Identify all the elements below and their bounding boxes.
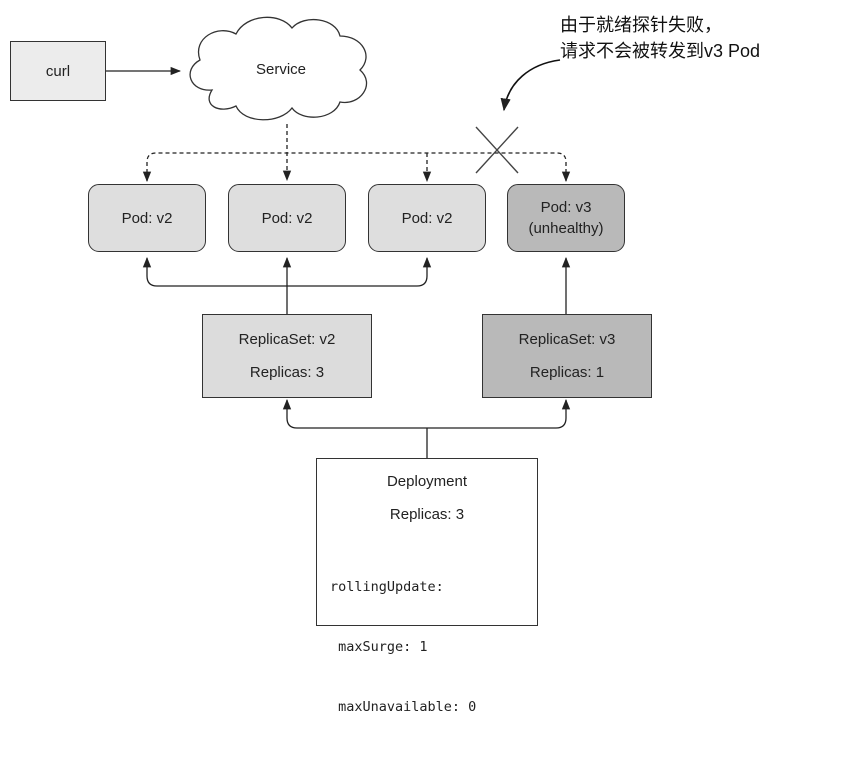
pod-v2-a: Pod: v2 [88, 184, 206, 252]
pod-label: Pod: v2 [121, 209, 173, 227]
pod-label: Pod: v3 [540, 199, 592, 216]
rolling-update-key: rollingUpdate: [330, 579, 444, 595]
pod-v2-b: Pod: v2 [228, 184, 346, 252]
replicaset-replicas: Replicas: 3 [249, 364, 325, 381]
deployment-box: Deployment Replicas: 3 rollingUpdate: ma… [316, 458, 538, 715]
service-label: Service [255, 61, 307, 78]
deployment-replicas: Replicas: 3 [389, 506, 465, 523]
pod-v2-c: Pod: v2 [368, 184, 486, 252]
annotation-line-2: 请求不会被转发到v3 Pod [560, 41, 761, 61]
annotation-arrow [500, 59, 561, 112]
pod-label: Pod: v2 [261, 209, 313, 227]
max-unavailable-line: maxUnavailable: 0 [330, 699, 477, 715]
service-dashed-bus [146, 152, 567, 180]
annotation-line-1: 由于就绪探针失败， [560, 15, 722, 35]
replicaset-replicas: Replicas: 1 [529, 364, 605, 381]
replicaset-name: ReplicaSet: v3 [518, 331, 616, 348]
curl-label: curl [45, 62, 71, 80]
pod-status: (unhealthy) [528, 220, 604, 237]
blocked-cross-icon [475, 126, 519, 174]
replicaset-name: ReplicaSet: v2 [238, 331, 336, 348]
readiness-annotation: 由于就绪探针失败， 请求不会被转发到v3 Pod [560, 12, 850, 64]
replicaset-v3: ReplicaSet: v3 Replicas: 1 [482, 314, 652, 398]
deployment-to-replicasets-connector [282, 398, 571, 429]
rolling-update-spec: rollingUpdate: maxSurge: 1 maxUnavailabl… [317, 537, 537, 757]
replicaset-v2: ReplicaSet: v2 Replicas: 3 [202, 314, 372, 398]
connector-layer [106, 16, 571, 458]
max-surge-line: maxSurge: 1 [330, 639, 428, 655]
curl-box: curl [10, 41, 106, 101]
deployment-title: Deployment [386, 473, 468, 490]
service-cloud-shape [189, 16, 368, 121]
pod-v3-unhealthy: Pod: v3 (unhealthy) [507, 184, 625, 252]
pod-label: Pod: v2 [401, 209, 453, 227]
diagram: curl Service 由于就绪探针失败， 请求不会被转发到v3 Pod Po… [10, 12, 850, 715]
